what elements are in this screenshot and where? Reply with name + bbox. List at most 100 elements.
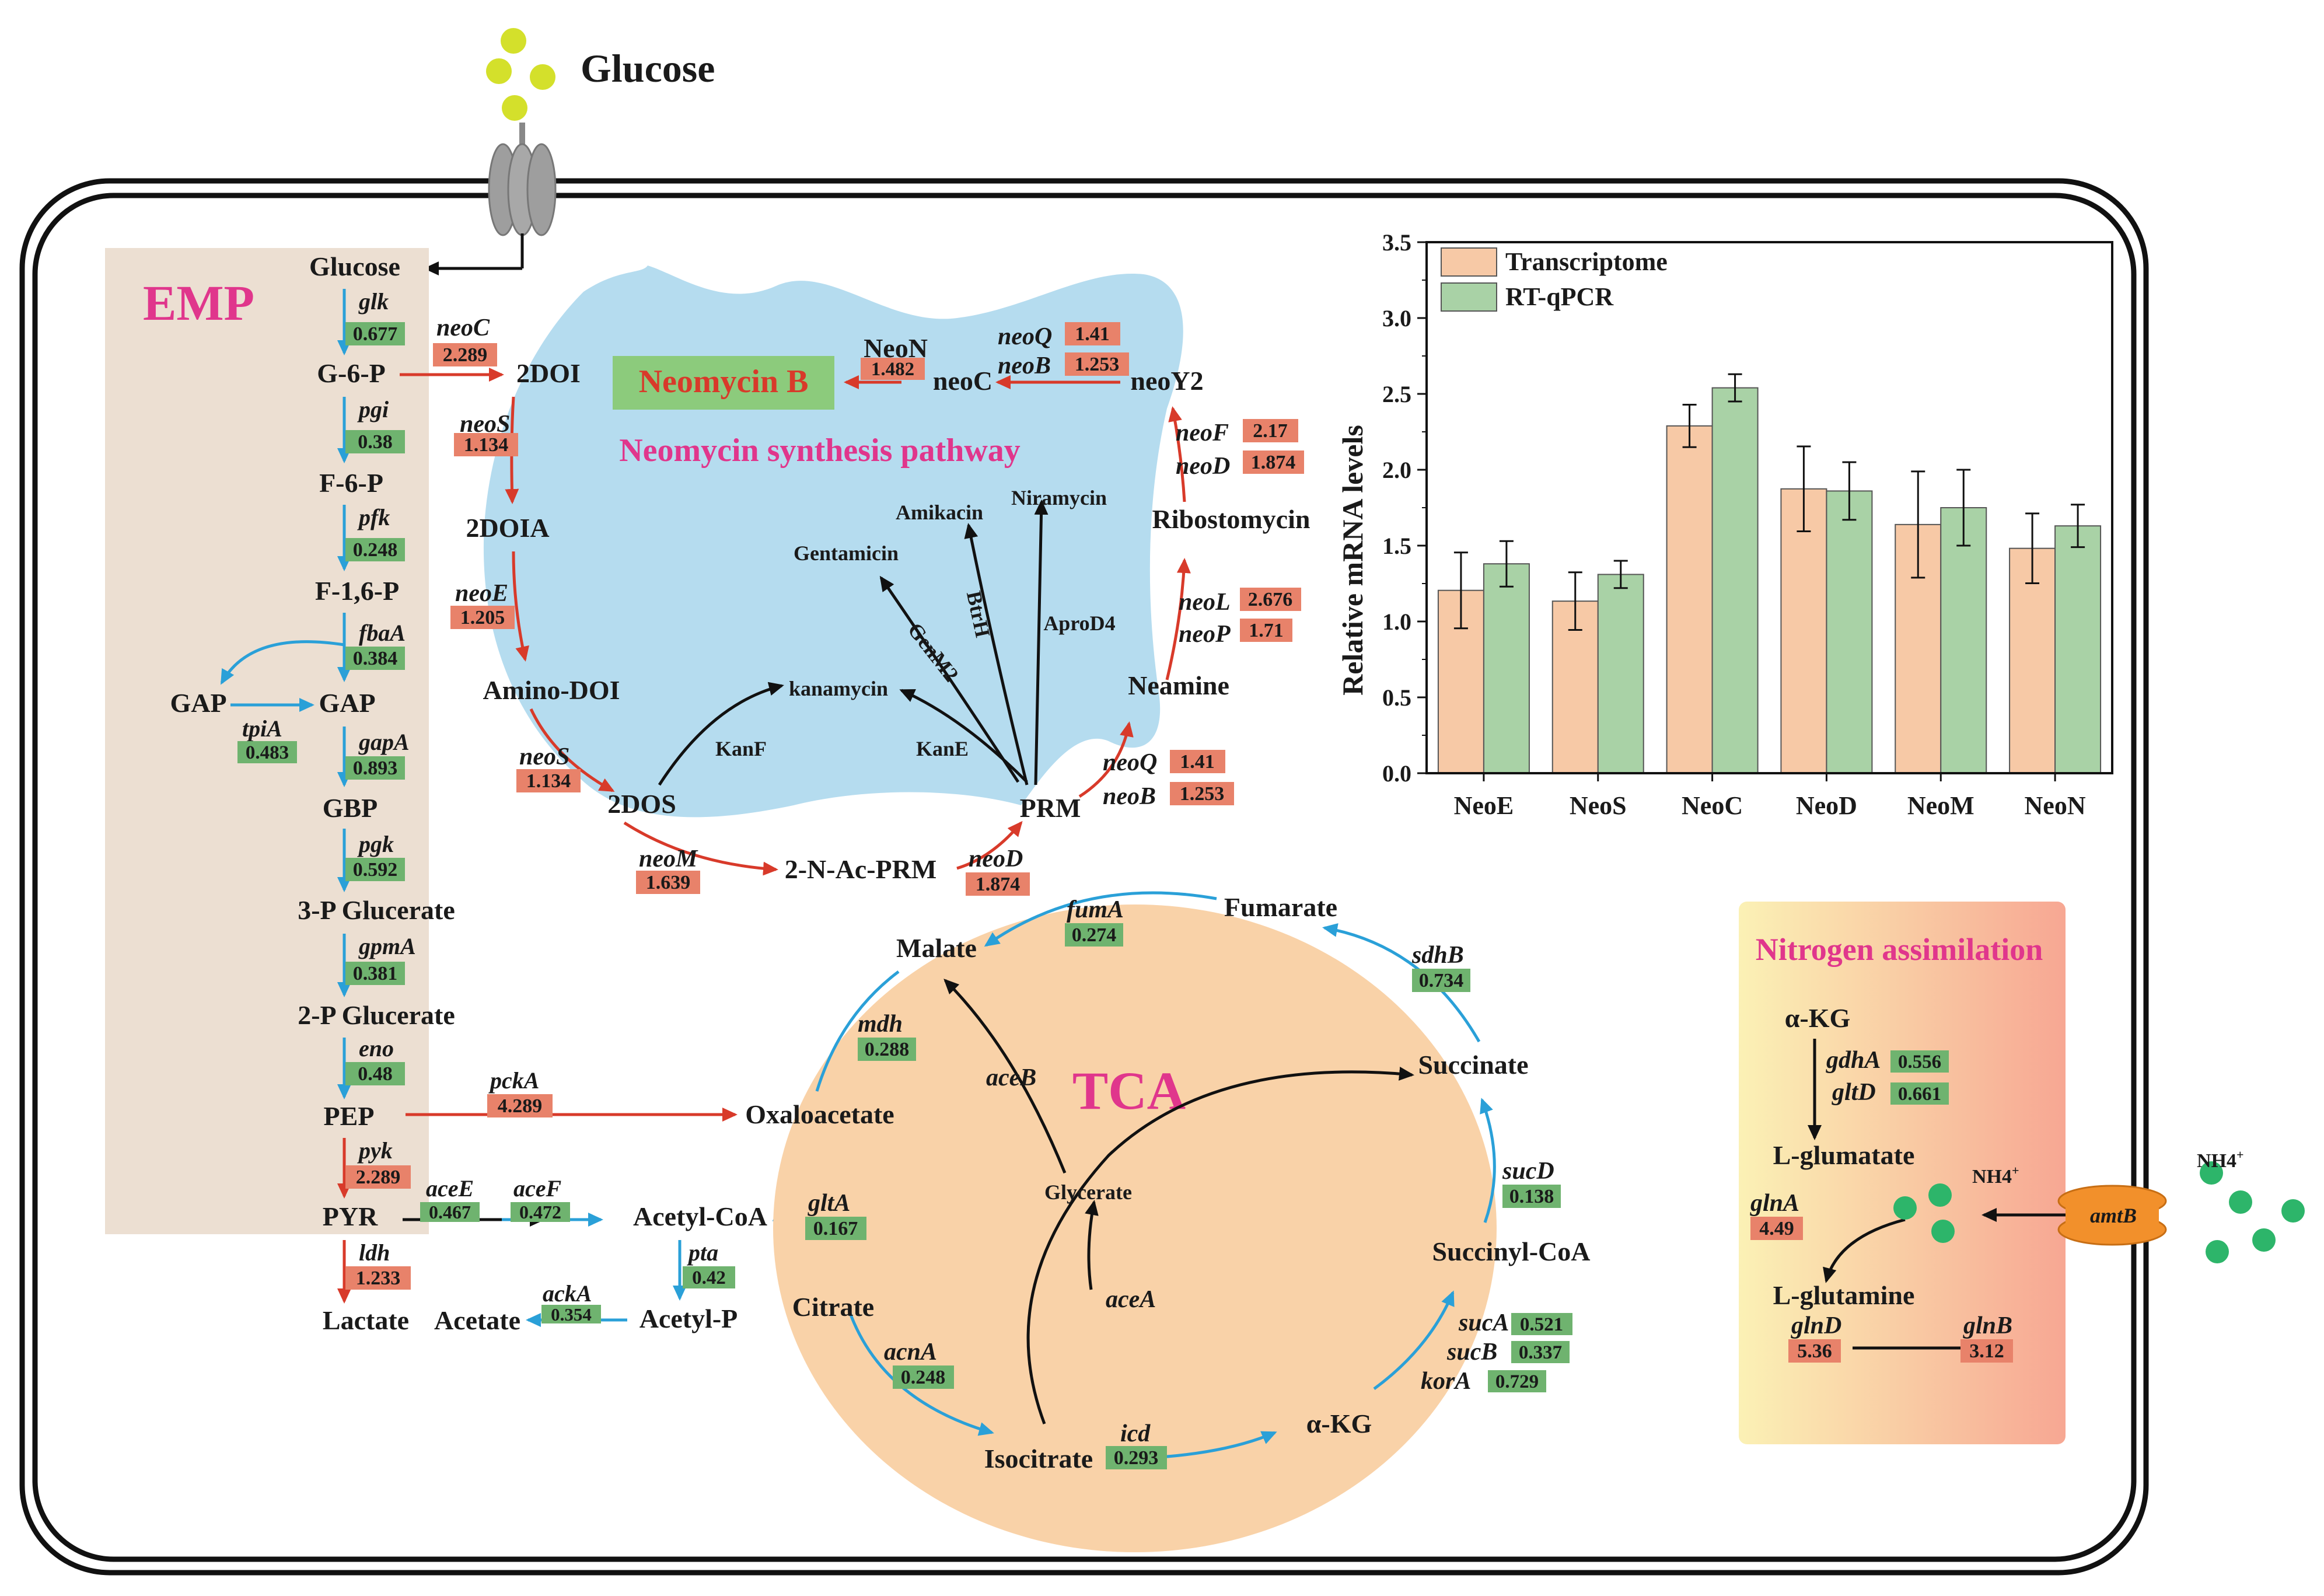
emp-gap: GAP — [319, 688, 375, 718]
acetate: Acetate — [434, 1305, 520, 1335]
branch-amikacin: Amikacin — [896, 501, 983, 524]
val-gdhA: 0.556 — [1898, 1052, 1941, 1073]
enzyme-kanE: KanE — [916, 737, 969, 760]
emp-f6p: F-6-P — [319, 468, 383, 498]
gene-sdhB: sdhB — [1411, 942, 1464, 969]
n-glutamine: L-glutamine — [1773, 1280, 1915, 1310]
gene-aceA: aceA — [1106, 1286, 1156, 1313]
val-neoB1: 1.253 — [1180, 783, 1225, 805]
gene-neoF: neoF — [1176, 420, 1229, 446]
branch-gentamicin: Gentamicin — [794, 542, 899, 565]
gene-neoQ2: neoQ — [998, 323, 1052, 350]
emp-lactate: Lactate — [323, 1305, 409, 1335]
neomycin-b-box — [613, 356, 834, 410]
val-aceF: 0.472 — [519, 1202, 561, 1223]
gene-neoD1: neoD — [969, 846, 1023, 872]
gene-ackA: ackA — [543, 1280, 592, 1307]
gene-glk: glk — [358, 288, 389, 315]
gene-glnB: glnB — [1963, 1312, 2012, 1339]
tca-fumarate: Fumarate — [1224, 892, 1337, 922]
val-gpmA: 0.381 — [353, 963, 398, 984]
amtb-transporter-icon — [2057, 1185, 2167, 1246]
val-pfk: 0.248 — [353, 539, 398, 561]
gene-mdh: mdh — [858, 1011, 903, 1038]
tca-isocitrate: Isocitrate — [984, 1444, 1093, 1473]
val-korA: 0.729 — [1495, 1371, 1539, 1392]
val-pgi: 0.38 — [358, 431, 393, 453]
branch-kanamycin: kanamycin — [789, 677, 888, 700]
glucose-outside-label: Glucose — [581, 46, 715, 90]
gene-sucB: sucB — [1446, 1339, 1497, 1365]
tca-citrate: Citrate — [792, 1292, 874, 1322]
gene-fbaA: fbaA — [359, 620, 406, 646]
gene-ldh: ldh — [359, 1239, 390, 1266]
y-tick-1.5: 1.5 — [1382, 533, 1411, 559]
val-gltD: 0.661 — [1898, 1084, 1941, 1105]
neo-2doi: 2DOI — [516, 358, 581, 388]
nh4-inside-label: NH4+ — [1972, 1163, 2019, 1188]
neo-2dos: 2DOS — [607, 789, 676, 819]
gene-tpiA: tpiA — [242, 715, 282, 742]
x-tick-neod: NeoD — [1796, 791, 1857, 820]
gene-aceE: aceE — [426, 1175, 474, 1202]
val-icd: 0.293 — [1114, 1447, 1159, 1469]
x-tick-neoc: NeoC — [1682, 791, 1743, 820]
val-neoM: 1.639 — [646, 872, 691, 893]
emp-2pg: 2-P Glucerate — [298, 1000, 455, 1030]
x-tick-neon: NeoN — [2025, 791, 2086, 820]
val-neoS1: 1.134 — [464, 434, 509, 456]
neo-prm: PRM — [1020, 793, 1081, 823]
val-glnA: 4.49 — [1759, 1218, 1794, 1239]
tca-title: TCA — [1072, 1061, 1186, 1120]
val-sucA: 0.521 — [1520, 1314, 1563, 1335]
legend-swatch-1 — [1441, 282, 1497, 312]
val-neoB2: 1.253 — [1075, 354, 1120, 375]
gene-pgi: pgi — [357, 396, 389, 422]
y-tick-3.0: 3.0 — [1382, 305, 1411, 331]
val-neoD1: 1.874 — [976, 874, 1021, 895]
val-aceE: 0.467 — [429, 1202, 471, 1223]
val-pyk: 2.289 — [356, 1167, 401, 1188]
val-glk: 0.677 — [353, 323, 398, 345]
bar-rtqpcr-neoe — [1483, 563, 1530, 774]
emp-gap-left: GAP — [170, 688, 226, 718]
val-glnB: 3.12 — [1969, 1340, 2004, 1362]
val-neoP: 1.71 — [1249, 620, 1284, 641]
tca-akg: α-KG — [1306, 1409, 1372, 1438]
val-neoF: 2.17 — [1253, 420, 1288, 442]
tca-glycerate: Glycerate — [1044, 1181, 1132, 1204]
gene-aceF: aceF — [513, 1175, 562, 1202]
gene-gpmA: gpmA — [358, 933, 416, 959]
gene-neoE: neoE — [455, 580, 508, 607]
val-neoS2: 1.134 — [526, 770, 571, 792]
val-gapA: 0.893 — [353, 757, 398, 779]
gene-pfk: pfk — [357, 504, 390, 530]
neo-2doia: 2DOIA — [466, 513, 549, 543]
cell-membrane-inner — [32, 193, 2137, 1562]
val-gltA: 0.167 — [813, 1218, 858, 1239]
emp-f16p: F-1,6-P — [315, 576, 399, 606]
tca-panel — [773, 904, 1497, 1552]
bar-rtqpcr-neos — [1597, 574, 1644, 774]
gene-neoD2: neoD — [1176, 453, 1230, 480]
val-sucD: 0.138 — [1509, 1186, 1554, 1207]
val-sdhB: 0.734 — [1419, 970, 1464, 991]
gene-neoP: neoP — [1179, 621, 1231, 648]
nh4-outside-label: NH4+ — [2197, 1147, 2244, 1172]
gene-sucD: sucD — [1502, 1158, 1554, 1185]
val-neoQ1: 1.41 — [1180, 751, 1215, 773]
ammonium-molecules-outside — [2200, 1161, 2305, 1263]
gene-neoC: neoC — [436, 315, 490, 341]
val-eno: 0.48 — [358, 1063, 393, 1085]
val-pgk: 0.592 — [353, 859, 398, 881]
nitrogen-panel — [1739, 902, 2066, 1444]
val-pckA: 4.289 — [498, 1095, 543, 1117]
n-akg: α-KG — [1785, 1003, 1851, 1033]
val-fumA: 0.274 — [1072, 924, 1117, 946]
gene-neoL: neoL — [1179, 589, 1231, 616]
gene-eno: eno — [359, 1035, 394, 1061]
y-tick-1.0: 1.0 — [1382, 609, 1411, 635]
ammonium-molecules-inside — [1893, 1183, 1955, 1243]
